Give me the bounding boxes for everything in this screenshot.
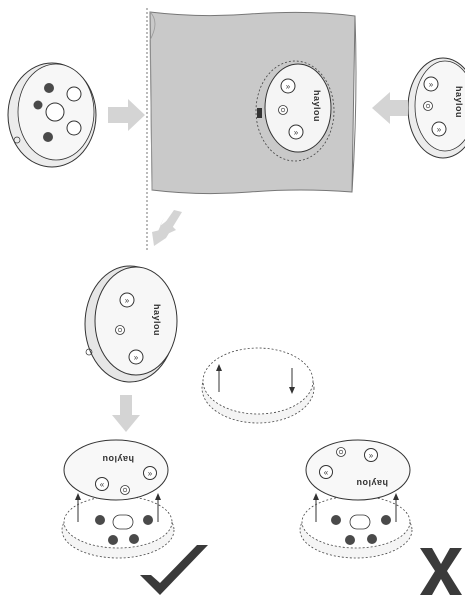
mounted-logo: haylou — [312, 90, 322, 122]
mounted-up-button: » — [281, 79, 295, 93]
assembled-device: » » haylou — [85, 266, 177, 382]
power-button — [116, 326, 125, 335]
wrong-cover-logo: haylou — [356, 478, 388, 488]
correct-cover-logo: haylou — [102, 454, 134, 464]
arrow-down — [112, 395, 140, 432]
arrow-left — [372, 92, 408, 124]
double-chevron-right-icon: » — [369, 451, 374, 460]
double-chevron-left-icon: « — [324, 468, 329, 477]
front-cover-logo: haylou — [454, 86, 464, 118]
double-chevron-down-icon: » — [134, 353, 139, 362]
double-chevron-down-icon: » — [437, 125, 442, 134]
mount-clip — [257, 108, 262, 118]
back-plate-top-left — [8, 63, 96, 167]
double-chevron-right-icon: » — [148, 469, 153, 478]
mounted-power-button — [279, 106, 288, 115]
x-icon — [420, 548, 462, 595]
assembled-logo: haylou — [152, 304, 162, 336]
double-chevron-down-icon: » — [294, 128, 299, 137]
arrow-right — [108, 99, 145, 131]
front-cover-top-right: » » haylou — [408, 58, 465, 158]
arrow-down-left-body — [152, 210, 182, 246]
mounted-down-button: » — [289, 125, 303, 139]
double-chevron-up-icon: » — [125, 296, 130, 305]
orientation-disc — [202, 348, 314, 423]
double-chevron-up-icon: » — [286, 82, 291, 91]
double-chevron-up-icon: » — [429, 80, 434, 89]
magnet-hole — [44, 83, 54, 93]
correct-assembly: haylou « » — [62, 440, 174, 558]
double-chevron-left-icon: « — [100, 480, 105, 489]
magnet-hole — [34, 101, 43, 110]
magnet-hole — [43, 132, 53, 142]
wrong-assembly: » « haylou — [300, 440, 412, 558]
